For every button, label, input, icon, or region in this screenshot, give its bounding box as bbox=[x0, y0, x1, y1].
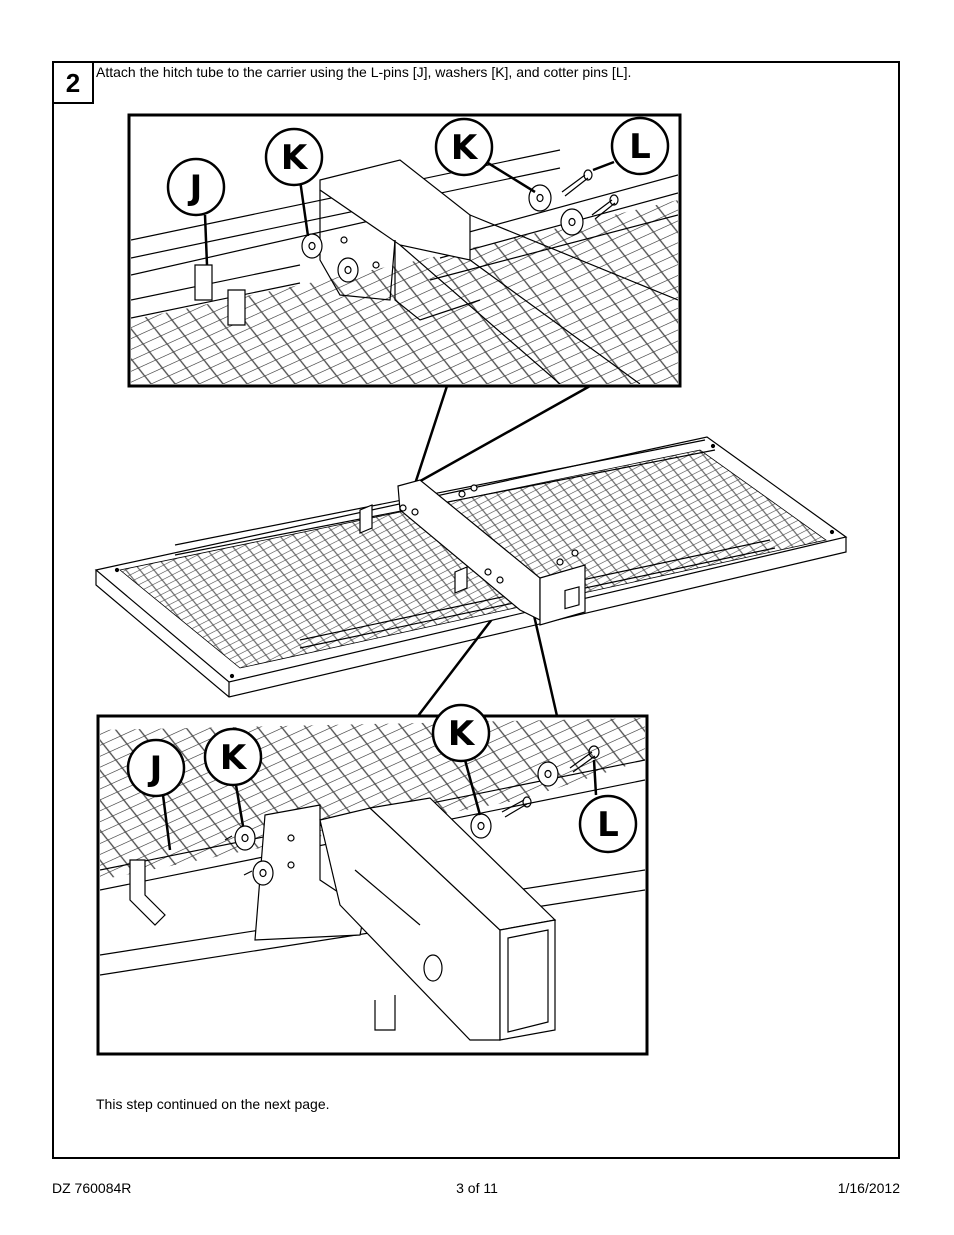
top-detail-inset: J K K L bbox=[127, 113, 682, 388]
bottom-detail-inset: J K K L bbox=[96, 703, 649, 1056]
callout-bottom-j: J bbox=[148, 749, 163, 789]
footer-doc-id: DZ 760084R bbox=[52, 1180, 132, 1196]
continued-note: This step continued on the next page. bbox=[96, 1096, 330, 1112]
callout-top-l: L bbox=[629, 127, 651, 167]
callout-bottom-k2: K bbox=[448, 714, 476, 754]
callout-bottom-k1: K bbox=[220, 738, 248, 778]
footer-page-number: 3 of 11 bbox=[456, 1180, 498, 1196]
step-number: 2 bbox=[52, 61, 94, 104]
step-instruction: Attach the hitch tube to the carrier usi… bbox=[96, 64, 632, 80]
carrier-overview bbox=[94, 436, 848, 698]
callout-top-k2: K bbox=[451, 128, 479, 168]
footer-date: 1/16/2012 bbox=[837, 1180, 900, 1196]
callout-top-k1: K bbox=[281, 138, 309, 178]
step-frame bbox=[52, 61, 900, 1159]
callout-top-j: J bbox=[188, 168, 203, 208]
callout-bottom-l: L bbox=[597, 805, 619, 845]
